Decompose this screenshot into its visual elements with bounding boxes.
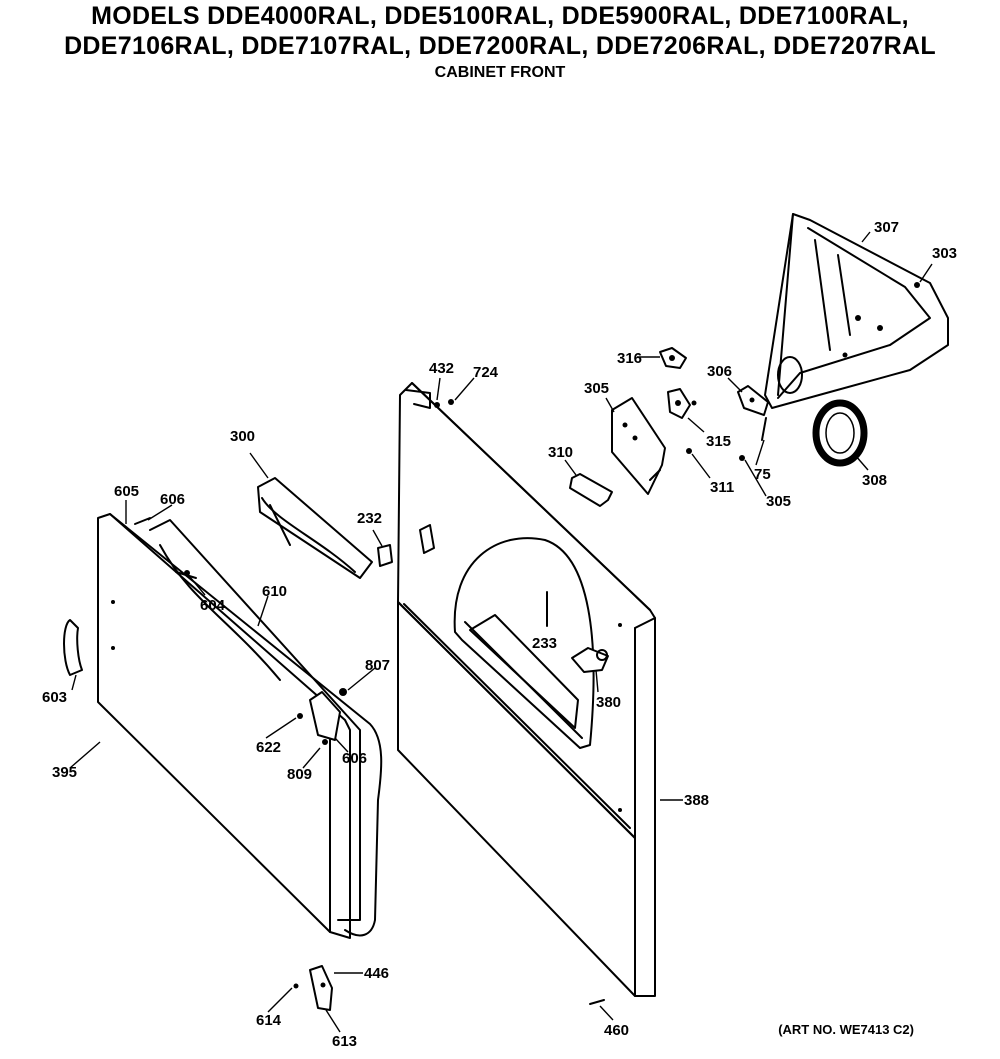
callout-807: 807 <box>365 657 390 674</box>
callout-614: 614 <box>256 1012 282 1029</box>
callout-305b: 305 <box>766 493 791 510</box>
callout-603: 603 <box>42 689 67 706</box>
callout-395: 395 <box>52 764 77 781</box>
ring-gasket-part <box>812 399 868 467</box>
callout-315: 315 <box>706 433 731 450</box>
callout-308: 308 <box>862 472 887 489</box>
art-number-label: (ART NO. WE7413 C2) <box>778 1022 914 1037</box>
small-hardware-parts <box>569 282 920 507</box>
lint-duct-part <box>257 477 393 579</box>
callout-380: 380 <box>596 694 621 711</box>
callout-306: 306 <box>707 363 732 380</box>
callout-388: 388 <box>684 792 709 809</box>
callout-232: 232 <box>357 510 382 527</box>
callout-311: 311 <box>710 479 734 496</box>
cabinet-front-panel-part <box>397 382 656 997</box>
callout-610: 610 <box>262 583 287 600</box>
callout-460: 460 <box>604 1022 629 1039</box>
callout-606a: 606 <box>160 491 185 508</box>
callout-724: 724 <box>473 364 499 381</box>
callout-606b: 606 <box>342 750 367 767</box>
hinge-part <box>293 965 605 1011</box>
callout-604: 604 <box>200 597 226 614</box>
models-title-line-1: MODELS DDE4000RAL, DDE5100RAL, DDE5900RA… <box>91 2 909 30</box>
callout-310: 310 <box>548 444 573 461</box>
callout-233: 233 <box>532 635 557 652</box>
callout-316: 316 <box>617 350 642 367</box>
callout-613: 613 <box>332 1033 357 1050</box>
callout-605: 605 <box>114 483 139 500</box>
diagram-subtitle: CABINET FRONT <box>434 64 566 81</box>
callout-622: 622 <box>256 739 281 756</box>
callout-75: 75 <box>754 466 771 483</box>
callout-305: 305 <box>584 380 609 397</box>
models-title-line-2: DDE7106RAL, DDE7107RAL, DDE7200RAL, DDE7… <box>64 32 936 60</box>
callout-432: 432 <box>429 360 454 377</box>
callout-446: 446 <box>364 965 389 982</box>
top-bracket-part <box>764 213 949 409</box>
callout-303: 303 <box>932 245 957 262</box>
door-assembly-part <box>63 513 383 939</box>
callout-307: 307 <box>874 219 899 236</box>
callout-300: 300 <box>230 428 255 445</box>
leader-lines <box>69 231 933 1033</box>
callout-809: 809 <box>287 766 312 783</box>
